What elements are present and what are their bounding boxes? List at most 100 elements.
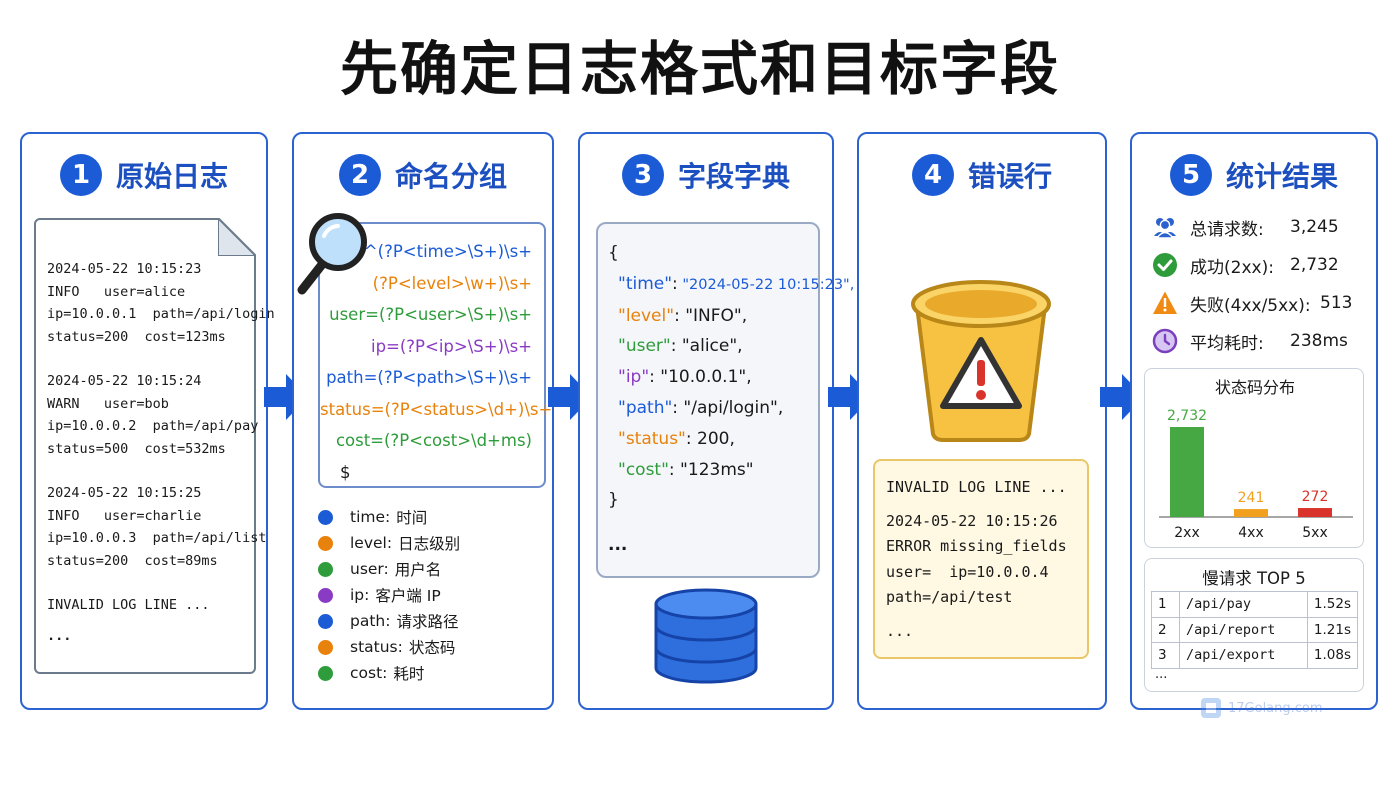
chart-value-label: 241 xyxy=(1238,490,1265,506)
panel-header: 2 命名分组 xyxy=(294,154,552,196)
log-line: 2024-05-22 10:15:25 xyxy=(47,485,202,501)
log-ellipsis: ... xyxy=(47,627,72,644)
log-line: ip=10.0.0.1 path=/api/login xyxy=(47,306,275,322)
dict-value: 200, xyxy=(691,428,735,449)
stat-value: 2,732 xyxy=(1290,255,1339,275)
dict-field: "time": "2024-05-22 10:15:23", xyxy=(608,269,854,301)
dict-colon: : xyxy=(668,459,675,480)
legend-item: level:日志级别 xyxy=(318,530,460,556)
slow-cell-time: 1.08s xyxy=(1306,642,1359,669)
regex-box: ^(?P<time>\S+)\s+(?P<level>\w+)\s+user=(… xyxy=(318,222,552,488)
log-line: INFO user=charlie xyxy=(47,507,202,524)
magnifier-icon xyxy=(297,213,367,295)
legend-desc: 请求路径 xyxy=(396,613,459,631)
dict-box: { "time": "2024-05-22 10:15:23","level":… xyxy=(596,222,854,578)
dict-key: "path" xyxy=(618,397,673,418)
slow-cell-path: /api/pay xyxy=(1179,591,1308,618)
panel-statistics: 5 统计结果 总请求数: 3,245 成功(2xx): 2,732 失败(4xx… xyxy=(1130,132,1378,710)
legend-item: ip: 客户端 IP xyxy=(318,582,460,608)
log-line: status=200 cost=89ms xyxy=(47,552,218,569)
log-ellipsis-wrap: ... xyxy=(47,625,254,648)
stat-failure: 失败(4xx/5xx): 513 xyxy=(1152,290,1352,316)
legend-desc: 时间 xyxy=(396,509,428,527)
panel-field-dict: 3 字段字典 { "time": "2024-05-22 10:15:23","… xyxy=(578,132,854,710)
panel-title: 原始日志 xyxy=(115,160,228,193)
stat-value: 3,245 xyxy=(1290,217,1339,237)
legend-dot xyxy=(318,561,333,577)
stat-label: 失败(4xx/5xx): xyxy=(1190,295,1311,316)
error-line: INVALID LOG LINE ... xyxy=(886,478,1067,496)
clock-icon xyxy=(1152,328,1178,354)
slow-cell-path: /api/report xyxy=(1179,616,1308,643)
dict-key: "ip" xyxy=(618,367,650,388)
dict-value: "2024-05-22 10:15:23", xyxy=(677,276,855,293)
slow-cell-rank: 3 xyxy=(1151,642,1180,669)
legend-key: ip: xyxy=(350,586,370,604)
error-line: path=/api/test xyxy=(886,588,1013,606)
legend-desc: 客户端 IP xyxy=(375,587,441,605)
dict-key: "cost" xyxy=(618,459,669,480)
dict-field: "ip": "10.0.0.1", xyxy=(608,362,818,393)
legend-key: user: xyxy=(350,560,389,578)
dict-ellipsis: ... xyxy=(608,535,628,556)
watermark-text: 17Golang.com xyxy=(1228,700,1323,716)
chart-bar-2xx xyxy=(1170,427,1204,517)
log-line: ip=10.0.0.3 path=/api/list xyxy=(47,530,267,546)
slow-cell-time: 1.21s xyxy=(1306,616,1359,643)
stat-total: 总请求数: 3,245 xyxy=(1152,214,1339,240)
stat-value: 238ms xyxy=(1290,331,1348,351)
stat-label: 平均耗时: xyxy=(1190,333,1264,354)
legend-item: cost:耗时 xyxy=(318,660,460,686)
stat-label: 总请求数: xyxy=(1190,219,1264,240)
panel-raw-log: 1 原始日志 2024-05-22 10:15:23 INFO user=ali… xyxy=(20,132,275,710)
log-entry: 2024-05-22 10:15:25 INFO user=charlie ip… xyxy=(47,482,267,572)
slow-cell-rank: 2 xyxy=(1151,616,1180,643)
log-line: ip=10.0.0.2 path=/api/pay xyxy=(47,418,259,434)
stat-label: 成功(2xx): xyxy=(1190,257,1274,278)
watermark-logo-icon xyxy=(1201,698,1221,718)
error-line xyxy=(886,611,1087,619)
stat-value: 513 xyxy=(1320,293,1353,313)
legend-dot xyxy=(318,639,333,655)
legend-dot xyxy=(318,587,333,603)
legend-desc: 用户名 xyxy=(394,561,442,579)
dict-field: "path": "/api/login", xyxy=(608,393,818,424)
regex-line: (?P<level>\w+)\s+ xyxy=(372,273,532,293)
dict-key: "status" xyxy=(618,428,686,449)
log-line: 2024-05-22 10:15:23 xyxy=(47,261,202,277)
log-entry: 2024-05-22 10:15:24 WARN user=bob ip=10.… xyxy=(47,370,259,460)
log-line: 2024-05-22 10:15:24 xyxy=(47,373,202,389)
brace-open: { xyxy=(608,243,619,263)
chart-bar-5xx xyxy=(1298,508,1332,517)
legend-item: time:时间 xyxy=(318,504,460,530)
chart-category-label: 2xx xyxy=(1174,525,1199,541)
regex-line: ip=(?P<ip>\S+)\s+ xyxy=(370,336,532,356)
log-line: status=200 cost=123ms xyxy=(47,328,226,345)
chart-value-label: 272 xyxy=(1302,489,1329,505)
dict-field: "level": "INFO", xyxy=(608,301,818,332)
stat-avg-cost: 平均耗时: 238ms xyxy=(1152,328,1348,354)
check-icon xyxy=(1153,253,1177,277)
error-line: user= ip=10.0.0.4 xyxy=(886,562,1049,581)
log-entry-invalid: INVALID LOG LINE ... xyxy=(47,594,254,617)
chart-category-label: 5xx xyxy=(1302,525,1327,541)
panel-error-lines: 4 错误行 INVALID LOG LINE ...2024-05-22 10:… xyxy=(857,132,1107,710)
step-number: 5 xyxy=(1169,154,1212,196)
log-line: INFO user=alice xyxy=(47,283,186,300)
dict-key: "user" xyxy=(618,336,671,357)
dict-colon: : xyxy=(649,367,655,388)
legend-key: path: xyxy=(350,612,391,630)
watermark: 17Golang.com xyxy=(1200,697,1323,719)
regex-line: cost=(?P<cost>\d+ms) xyxy=(335,431,532,450)
legend-item: status:状态码 xyxy=(318,634,460,660)
stat-success: 成功(2xx): 2,732 xyxy=(1152,252,1339,278)
legend-dot xyxy=(318,509,333,525)
legend-key: level: xyxy=(350,534,393,552)
dict-field: "status": 200, xyxy=(608,424,818,455)
panel-title: 错误行 xyxy=(967,160,1052,193)
